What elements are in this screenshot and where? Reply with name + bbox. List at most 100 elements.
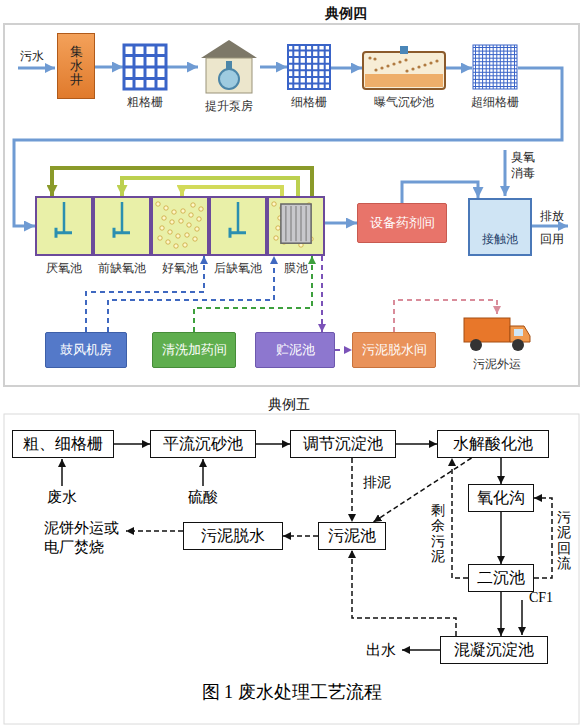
- note-label: 废水: [47, 488, 77, 507]
- icon: [462, 314, 532, 352]
- icon-part: [392, 62, 395, 65]
- icon-part: [285, 206, 286, 241]
- node-shape: [209, 196, 267, 256]
- note-label: 典例五: [268, 396, 310, 414]
- icon-part: [473, 75, 517, 76]
- icon-part: [380, 66, 383, 69]
- icon-part: [374, 68, 377, 71]
- icon-part: [237, 202, 240, 233]
- node-label: 污泥外运: [473, 356, 521, 373]
- icon-part: [473, 51, 517, 52]
- process-box: 调节沉淀池: [290, 430, 396, 458]
- icon-part: [160, 226, 164, 230]
- process-box: 二沉池: [468, 564, 534, 592]
- flow-connector: [500, 592, 502, 636]
- edge-label: 污泥回流: [557, 510, 571, 572]
- icon-part: [162, 216, 166, 220]
- icon-part: [417, 65, 420, 68]
- icon-part: [189, 213, 193, 217]
- process-box: 贮泥池: [255, 332, 335, 368]
- icon-part: [166, 240, 170, 244]
- icon: [198, 38, 260, 94]
- node-label: 粗格栅: [127, 94, 163, 111]
- icon-part: [281, 204, 311, 243]
- node-label: 二沉池: [477, 568, 525, 589]
- node-label: 超细格栅: [471, 94, 519, 111]
- icon-part: [473, 79, 517, 80]
- flow-connector: [52, 168, 312, 196]
- node-label: 水解酸化池: [453, 434, 533, 455]
- node-shape: [287, 44, 331, 90]
- icon-part: [288, 45, 330, 89]
- icon-part: [363, 52, 445, 89]
- panel-frame: [4, 24, 579, 386]
- node-shape: 清洗加药间: [152, 332, 236, 368]
- icon-part: [400, 46, 408, 54]
- icon-part: [473, 68, 517, 69]
- icon-part: [470, 339, 482, 351]
- icon-part: [114, 228, 130, 238]
- node-label: 清洗加药间: [162, 341, 227, 359]
- icon-part: [193, 237, 197, 241]
- icon: [37, 198, 91, 254]
- flow-connector: [452, 458, 468, 578]
- icon-part: [276, 226, 280, 230]
- icon-part: [373, 57, 376, 60]
- icon-part: [226, 61, 232, 70]
- icon-part: [365, 74, 443, 87]
- node-shape: 粗、细格栅: [12, 430, 114, 458]
- flow-connector: [86, 256, 204, 332]
- flow-connector: [182, 187, 282, 196]
- tank: 膜池: [267, 196, 325, 277]
- node-label: 粗、细格栅: [23, 434, 103, 455]
- node-shape: [123, 44, 167, 90]
- icon-part: [124, 66, 166, 69]
- node-label: 调节沉淀池: [303, 434, 383, 455]
- icon-part: [301, 206, 302, 241]
- icon-part: [172, 210, 176, 214]
- note-label: 出水: [366, 641, 396, 660]
- node-shape: [462, 314, 532, 352]
- icon-part: [164, 206, 168, 210]
- icon-part: [174, 244, 178, 248]
- tank: 后缺氧池: [209, 196, 267, 277]
- icon-part: [168, 230, 172, 234]
- node-label: 好氧池: [162, 260, 198, 277]
- process-icon: 提升泵房: [198, 38, 260, 115]
- icon-part: [187, 223, 191, 227]
- flow-connector: [325, 222, 357, 225]
- node-label: 提升泵房: [205, 98, 253, 115]
- flow-connector: [95, 66, 123, 69]
- flow-connector: [534, 498, 552, 578]
- node-shape: 污泥脱水: [183, 522, 283, 550]
- tank: 接触池: [468, 198, 532, 256]
- note-label: 污水: [20, 48, 44, 65]
- note-label: 排放: [540, 208, 564, 225]
- note-label: 硫酸: [188, 488, 218, 507]
- icon-part: [179, 219, 183, 223]
- icon-part: [124, 77, 166, 80]
- flow-connector: [283, 535, 318, 537]
- icon-part: [199, 207, 203, 211]
- icon-part: [121, 202, 124, 233]
- node-label: 后缺氧池: [214, 260, 262, 277]
- icon-part: [63, 202, 66, 233]
- icon-part: [56, 228, 72, 238]
- tank: 厌氧池: [35, 196, 93, 277]
- node-shape: 集水井: [57, 33, 95, 99]
- icon-part: [405, 69, 408, 72]
- icon-part: [201, 40, 257, 58]
- node-label: 混凝沉淀池: [454, 640, 534, 661]
- note-label: 回用: [540, 231, 564, 248]
- tank: 前缺氧池: [93, 196, 151, 277]
- dosing-arrow: [202, 459, 204, 486]
- note-label: 臭氧 消毒: [511, 150, 537, 181]
- outflow-arrow: [532, 225, 568, 228]
- process-box: 污泥池: [318, 522, 386, 550]
- process-box: 平流沉砂池: [150, 430, 256, 458]
- flow-connector: [122, 178, 298, 196]
- icon-part: [473, 86, 517, 87]
- icon: [153, 198, 207, 254]
- flow-connector: [260, 66, 287, 69]
- process-box: 污泥脱水: [183, 522, 283, 550]
